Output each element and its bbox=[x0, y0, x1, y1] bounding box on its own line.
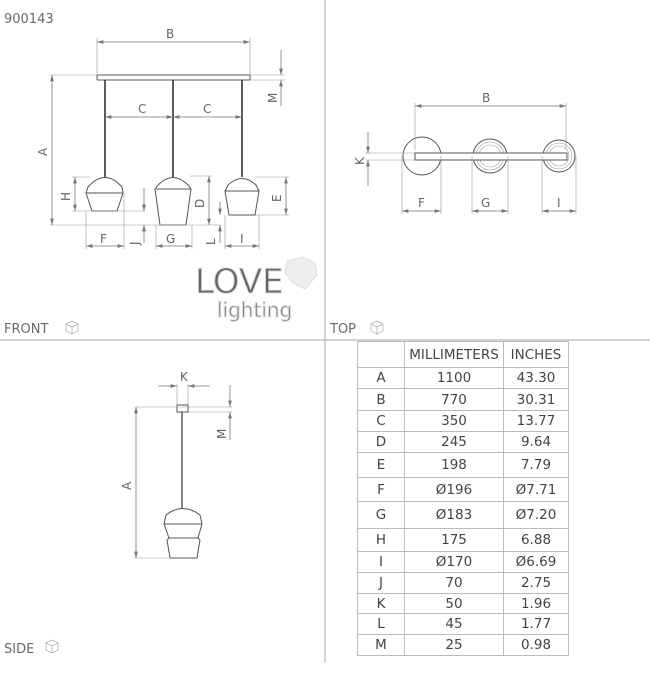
header-key bbox=[357, 341, 405, 368]
cell-mm: Ø196 bbox=[404, 477, 504, 502]
cell-mm: 350 bbox=[404, 410, 504, 432]
dim-label-f: F bbox=[418, 196, 425, 210]
dim-label-m: M bbox=[215, 429, 229, 439]
cell-in: 43.30 bbox=[503, 367, 569, 389]
lamp-shade-middle bbox=[154, 177, 192, 226]
cell-mm: 770 bbox=[404, 388, 504, 411]
dim-label-a: A bbox=[36, 147, 50, 156]
table-header-row: MILLIMETERS INCHES bbox=[357, 341, 569, 368]
cell-in: 6.88 bbox=[503, 528, 569, 552]
dim-label-c: C bbox=[203, 102, 211, 116]
cube-icon bbox=[45, 639, 59, 654]
dim-label-g: G bbox=[481, 196, 490, 210]
dim-label-e: E bbox=[270, 194, 284, 202]
cell-mm: 45 bbox=[404, 613, 504, 635]
dim-label-m: M bbox=[266, 93, 280, 103]
dim-label-d: D bbox=[193, 199, 207, 208]
cell-key: F bbox=[357, 477, 405, 502]
lamp-shade-right bbox=[224, 178, 260, 216]
cell-key: H bbox=[357, 528, 405, 552]
cell-mm: Ø170 bbox=[404, 551, 504, 573]
cell-in: 1.96 bbox=[503, 593, 569, 614]
cell-mm: 175 bbox=[404, 528, 504, 552]
canopy-bar bbox=[96, 74, 251, 81]
cell-in: Ø6.69 bbox=[503, 551, 569, 573]
dim-label-b: B bbox=[166, 27, 174, 41]
dim-label-c: C bbox=[138, 102, 146, 116]
dim-label-i: I bbox=[240, 232, 244, 246]
cell-key: L bbox=[357, 613, 405, 635]
cube-icon bbox=[370, 320, 384, 335]
dim-label-l: L bbox=[204, 238, 218, 245]
cell-mm: 50 bbox=[404, 593, 504, 614]
lamp-shade-left bbox=[85, 177, 124, 212]
cell-key: E bbox=[357, 452, 405, 478]
dim-label-f: F bbox=[100, 232, 107, 246]
dim-label-k: K bbox=[180, 370, 189, 384]
cell-in: Ø7.20 bbox=[503, 501, 569, 529]
front-view: B M C C A H D E J L F G I FRONT bbox=[4, 27, 289, 337]
header-inches: INCHES bbox=[503, 341, 569, 368]
cell-in: 9.64 bbox=[503, 431, 569, 453]
cell-key: I bbox=[357, 551, 405, 573]
top-view: B K F G I TOP bbox=[329, 91, 577, 337]
cell-in: 1.77 bbox=[503, 613, 569, 635]
cell-mm: 70 bbox=[404, 572, 504, 594]
cell-mm: 25 bbox=[404, 634, 504, 656]
dim-label-h: H bbox=[59, 192, 73, 201]
dim-label-b: B bbox=[482, 91, 490, 105]
lamp-shade-side bbox=[163, 508, 203, 559]
dim-label-g: G bbox=[166, 232, 175, 246]
cell-key: M bbox=[357, 634, 405, 656]
cell-key: A bbox=[357, 367, 405, 389]
cell-mm: 1100 bbox=[404, 367, 504, 389]
product-code: 900143 bbox=[4, 12, 54, 27]
cell-key: K bbox=[357, 593, 405, 614]
dim-label-i: I bbox=[557, 196, 561, 210]
cell-in: 2.75 bbox=[503, 572, 569, 594]
cube-icon bbox=[65, 320, 79, 335]
cell-mm: 198 bbox=[404, 452, 504, 478]
side-view-title: SIDE bbox=[4, 642, 34, 657]
dim-label-k: K bbox=[353, 156, 367, 165]
cell-mm: Ø183 bbox=[404, 501, 504, 529]
cell-key: C bbox=[357, 410, 405, 432]
cell-key: D bbox=[357, 431, 405, 453]
top-view-title: TOP bbox=[329, 322, 356, 337]
cell-in: 7.79 bbox=[503, 452, 569, 478]
cell-key: J bbox=[357, 572, 405, 594]
cell-key: B bbox=[357, 388, 405, 411]
cell-in: 13.77 bbox=[503, 410, 569, 432]
cell-in: 30.31 bbox=[503, 388, 569, 411]
cell-in: 0.98 bbox=[503, 634, 569, 656]
side-view: K M A SIDE bbox=[4, 370, 232, 657]
dim-label-j: J bbox=[128, 241, 142, 246]
cell-key: G bbox=[357, 501, 405, 529]
dim-label-a: A bbox=[120, 481, 134, 490]
front-view-title: FRONT bbox=[4, 322, 48, 337]
cell-in: Ø7.71 bbox=[503, 477, 569, 502]
cell-mm: 245 bbox=[404, 431, 504, 453]
header-millimeters: MILLIMETERS bbox=[404, 341, 504, 368]
